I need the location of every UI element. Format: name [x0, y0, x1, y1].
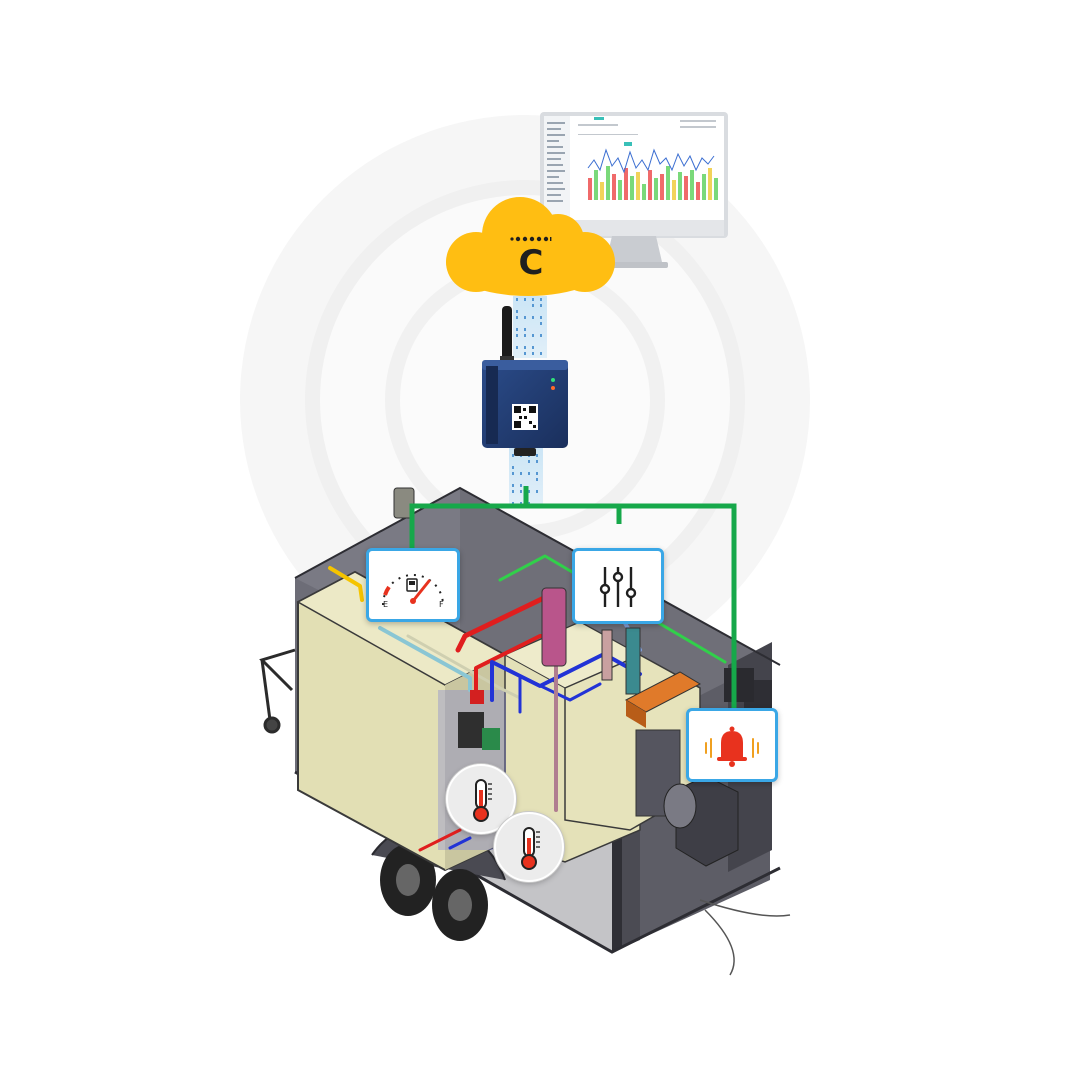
dashboard-bar: [690, 170, 694, 200]
data-bit: [532, 346, 534, 349]
dashboard-bar: [714, 178, 718, 200]
data-bit: [516, 334, 518, 337]
dashboard-bar: [630, 176, 634, 200]
data-bit: [512, 484, 514, 487]
network-link-lines: [409, 486, 737, 708]
control-sliders-icon: [599, 567, 637, 607]
dashboard-bar: [654, 178, 658, 200]
data-bit: [516, 346, 518, 349]
data-bit: [536, 472, 538, 475]
antenna-icon: [502, 306, 512, 360]
data-bit: [512, 454, 514, 457]
pump-assembly: [458, 587, 702, 750]
data-bit: [512, 466, 514, 469]
alarm-bell-icon: [705, 726, 759, 767]
data-bit: [524, 346, 526, 349]
trailer-wheel: [380, 844, 436, 916]
data-bit: [540, 322, 542, 325]
gauge-full-label: F: [439, 600, 444, 609]
dashboard-bar: [672, 180, 676, 200]
dashboard-bar: [606, 166, 610, 200]
data-bit: [516, 316, 518, 319]
dashboard-bar: [594, 170, 598, 200]
data-bit: [520, 490, 522, 493]
dashboard-bar: [636, 172, 640, 200]
dashboard-bar: [660, 174, 664, 200]
dashboard-bar: [642, 184, 646, 200]
data-bit: [524, 298, 526, 301]
fuel-gauge-icon: E F: [382, 574, 444, 609]
data-bit: [540, 298, 542, 301]
cloud-icon: C: [446, 197, 615, 296]
dashboard-bar: [648, 170, 652, 200]
burner-unit: [635, 668, 754, 867]
data-bit: [532, 334, 534, 337]
data-bit: [536, 478, 538, 481]
dashboard-bar-chart: [588, 166, 718, 200]
data-bit: [528, 490, 530, 493]
data-bit: [520, 484, 522, 487]
cellular-gateway: [482, 306, 568, 456]
data-bit: [532, 298, 534, 301]
piping: [328, 554, 727, 852]
data-bit: [516, 310, 518, 313]
trailer-wheel: [432, 869, 488, 941]
data-bit: [512, 472, 514, 475]
temperature-sensor-2[interactable]: [494, 812, 564, 882]
controls-callout[interactable]: [572, 548, 664, 624]
data-bit: [512, 490, 514, 493]
data-bit: [524, 316, 526, 319]
dashboard-line: [587, 148, 715, 174]
data-bit: [516, 298, 518, 301]
dashboard-bar: [708, 168, 712, 200]
data-bit: [536, 490, 538, 493]
data-bit: [524, 352, 526, 355]
cloud-logo-dots: [510, 236, 552, 242]
data-bit: [532, 304, 534, 307]
data-bit: [536, 460, 538, 463]
data-bit: [516, 328, 518, 331]
data-bit: [536, 454, 538, 457]
dashboard-bar: [612, 174, 616, 200]
data-bit: [540, 316, 542, 319]
data-bit: [528, 472, 530, 475]
alarm-callout[interactable]: [686, 708, 778, 782]
cloud-logo-letter: C: [519, 243, 544, 283]
gauge-empty-label: E: [383, 600, 388, 609]
data-bit: [540, 352, 542, 355]
data-bit: [532, 316, 534, 319]
data-bit: [524, 334, 526, 337]
thermometer-icon: [521, 827, 540, 870]
dashboard-bar: [624, 168, 628, 200]
dashboard-bar: [702, 174, 706, 200]
data-bit: [540, 304, 542, 307]
dashboard-bar: [588, 178, 592, 200]
dashboard-bar: [684, 176, 688, 200]
desktop-monitor-icon: [540, 112, 728, 268]
dashboard-bar: [618, 180, 622, 200]
data-bit: [528, 460, 530, 463]
data-bit: [532, 352, 534, 355]
data-bit: [520, 472, 522, 475]
thermometer-icon: [473, 779, 492, 822]
trailer-hitch: [259, 648, 296, 734]
fuel-level-callout[interactable]: E F: [366, 548, 460, 622]
dashboard-bar: [666, 166, 670, 200]
dashboard-bar: [678, 172, 682, 200]
data-bit: [540, 334, 542, 337]
dashboard-bar: [696, 182, 700, 200]
data-bit: [524, 328, 526, 331]
dashboard-bar: [600, 182, 604, 200]
